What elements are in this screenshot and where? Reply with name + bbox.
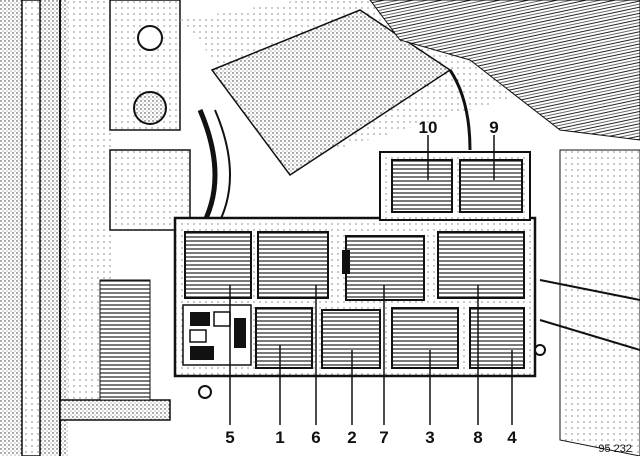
callout-5: 5 <box>225 428 234 447</box>
relay-2 <box>321 309 381 369</box>
relay-3 <box>391 307 459 369</box>
callout-3: 3 <box>425 428 434 447</box>
callout-6: 6 <box>311 428 320 447</box>
callout-4: 4 <box>507 428 517 447</box>
relay-8 <box>437 231 525 299</box>
figure-reference: 95 232 <box>598 443 632 455</box>
relay-7 <box>342 235 425 301</box>
callout-7: 7 <box>379 428 388 447</box>
relay-4 <box>469 307 525 369</box>
callout-10: 10 <box>419 118 438 137</box>
relay-9 <box>459 159 523 213</box>
wire-harness <box>99 0 640 456</box>
callout-9: 9 <box>489 118 498 137</box>
callout-8: 8 <box>473 428 482 447</box>
relay-1 <box>255 307 313 369</box>
relay-10 <box>391 159 453 213</box>
relay-6 <box>257 231 329 299</box>
fuse-cluster <box>182 304 252 366</box>
callout-labels: 5 1 6 2 7 3 8 4 10 9 <box>225 118 517 447</box>
callout-2: 2 <box>347 428 356 447</box>
leader-lines <box>229 135 513 425</box>
relay-5 <box>184 231 252 299</box>
relays <box>184 159 525 369</box>
callout-1: 1 <box>275 428 284 447</box>
